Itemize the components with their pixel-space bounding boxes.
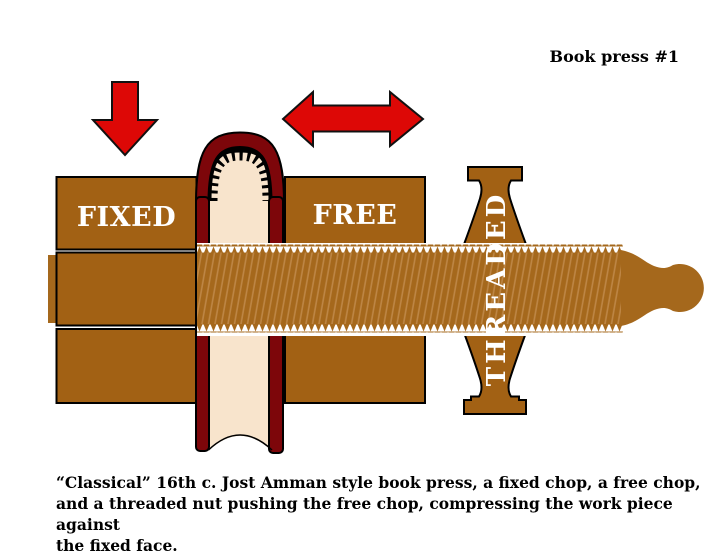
screw-knob xyxy=(621,250,704,326)
screw-left-stub xyxy=(48,255,57,323)
caption: “Classical” 16th c. Jost Amman style boo… xyxy=(56,472,704,556)
caption-line: and a threaded nut pushing the free chop… xyxy=(56,494,673,534)
book-teeth xyxy=(208,151,272,202)
free-chop-label: FREE xyxy=(313,200,398,231)
left-right-arrow-icon xyxy=(281,89,425,149)
fixed-chop-label: FIXED xyxy=(77,202,176,233)
screw-threads-bottom xyxy=(197,324,623,333)
screw-body-hatch xyxy=(197,252,623,325)
fixed-chop xyxy=(55,176,198,404)
book-pages-bottom-edge xyxy=(207,434,273,451)
threaded-screw xyxy=(197,243,704,336)
threaded-nut-label: THREADED xyxy=(482,192,512,386)
page-title: Book press #1 xyxy=(549,47,679,66)
free-chop xyxy=(284,176,426,404)
screw-threads-top xyxy=(197,244,623,253)
caption-line: “Classical” 16th c. Jost Amman style boo… xyxy=(56,473,701,492)
down-arrow-icon xyxy=(90,81,160,157)
caption-line: the fixed face. xyxy=(56,536,178,555)
